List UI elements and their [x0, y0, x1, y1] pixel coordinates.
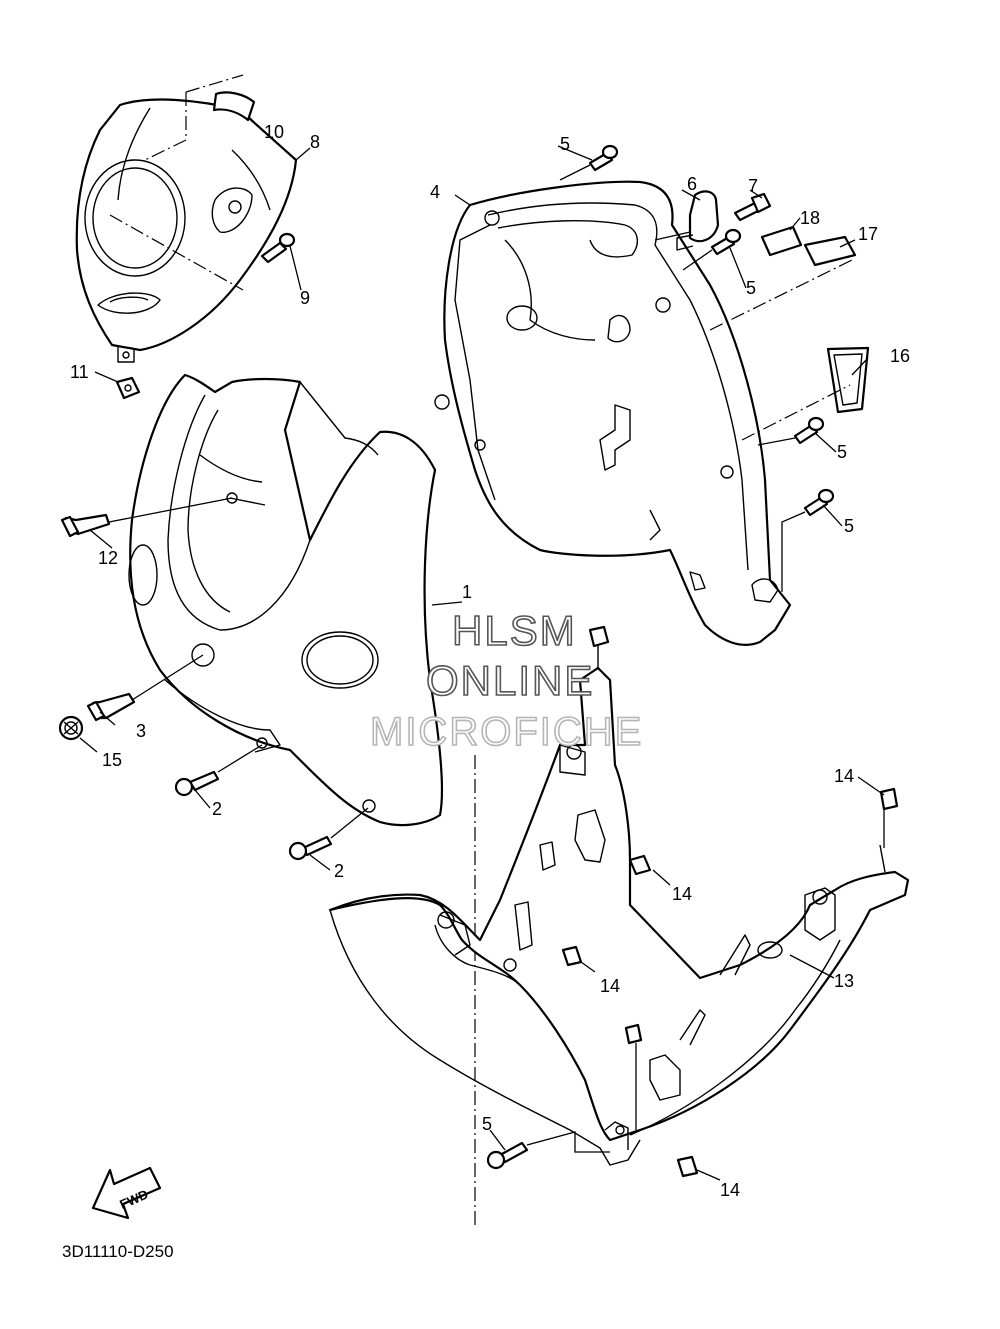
leader-2b-line [330, 807, 369, 839]
clip-part-10 [212, 91, 256, 122]
leader-5d-line [781, 511, 806, 592]
lower-cover-part-13 [328, 640, 910, 1166]
screw-part-2-lower [288, 835, 333, 861]
grommet-part-15 [58, 715, 84, 741]
screw-part-5-top [588, 144, 619, 172]
callout-5e: 5 [482, 1114, 492, 1134]
watermark-line-2: ONLINE [426, 657, 594, 704]
nut-part-14-c [628, 854, 652, 876]
inner-cover-part-4 [434, 180, 792, 646]
screw-part-2-upper [174, 770, 220, 797]
leader-5c-line [757, 437, 796, 446]
assembly-line-8 [109, 74, 244, 291]
callout-5a: 5 [560, 134, 570, 154]
leader-5a-line [559, 164, 591, 181]
screw-part-5-mid [710, 228, 742, 256]
headlight-cover-part-8 [75, 98, 298, 363]
callout-16: 16 [890, 346, 910, 366]
bracket-part-6 [676, 190, 720, 251]
pad-part-18 [760, 225, 803, 257]
leader-14-lines [580, 869, 721, 1181]
callout-18: 18 [800, 208, 820, 228]
pad-part-17 [803, 235, 857, 267]
callout-15: 15 [102, 750, 122, 770]
callout-14c: 14 [600, 976, 620, 996]
leader-6-line [654, 231, 691, 241]
leader-5e-line [526, 1131, 610, 1153]
diagram-code: 3D11110-D250 [62, 1242, 174, 1261]
callout-5c: 5 [837, 442, 847, 462]
callout-numbers: 1 2 2 3 4 5 5 5 5 5 6 7 8 9 10 11 12 13 … [70, 122, 910, 1200]
leader-5b-line [682, 249, 713, 271]
assembly-line-17 [709, 259, 853, 331]
leader-3-line [131, 654, 204, 701]
callout-17: 17 [858, 224, 878, 244]
bolt-part-12 [60, 513, 111, 538]
watermark-line-1: HLSM [452, 607, 577, 654]
screw-part-5-right1 [793, 416, 825, 445]
callout-14b: 14 [672, 884, 692, 904]
front-cover-part-1 [128, 373, 444, 827]
leader-4-line [454, 194, 471, 206]
callout-10: 10 [264, 122, 284, 142]
nut-part-14-a [588, 625, 610, 648]
callout-6: 6 [687, 174, 697, 194]
callout-1: 1 [462, 582, 472, 602]
callout-9: 9 [300, 288, 310, 308]
callout-5d: 5 [844, 516, 854, 536]
nut-part-14-b [879, 787, 899, 811]
seal-part-16 [826, 346, 870, 414]
callout-14a: 14 [834, 766, 854, 786]
callout-4: 4 [430, 182, 440, 202]
leader-2a-line [217, 744, 263, 773]
nut-part-14-e [624, 1023, 643, 1045]
callout-11: 11 [70, 362, 89, 382]
callout-leaders [79, 117, 885, 1151]
nut-part-14-f [676, 1155, 699, 1178]
callout-3: 3 [136, 721, 146, 741]
nut-part-11 [115, 376, 141, 400]
bolt-part-3 [86, 692, 136, 722]
callout-5b: 5 [746, 278, 756, 298]
watermark: HLSM ONLINE MICROFICHE [369, 606, 643, 755]
fwd-arrow: FWD [91, 1166, 162, 1220]
screw-part-5-right2 [803, 488, 835, 517]
callout-14d: 14 [720, 1180, 740, 1200]
screw-part-9 [260, 232, 296, 264]
bolt-part-7 [733, 192, 772, 222]
leader-12-line [108, 497, 233, 523]
callout-7: 7 [748, 176, 758, 196]
callout-8: 8 [310, 132, 320, 152]
watermark-line-3: MICROFICHE [370, 710, 643, 754]
callout-12: 12 [98, 548, 118, 568]
screw-part-5-bottom [486, 1141, 529, 1170]
callout-2b: 2 [334, 861, 344, 881]
callout-2a: 2 [212, 799, 222, 819]
assembly-line-16 [741, 384, 851, 441]
callout-13: 13 [834, 971, 854, 991]
